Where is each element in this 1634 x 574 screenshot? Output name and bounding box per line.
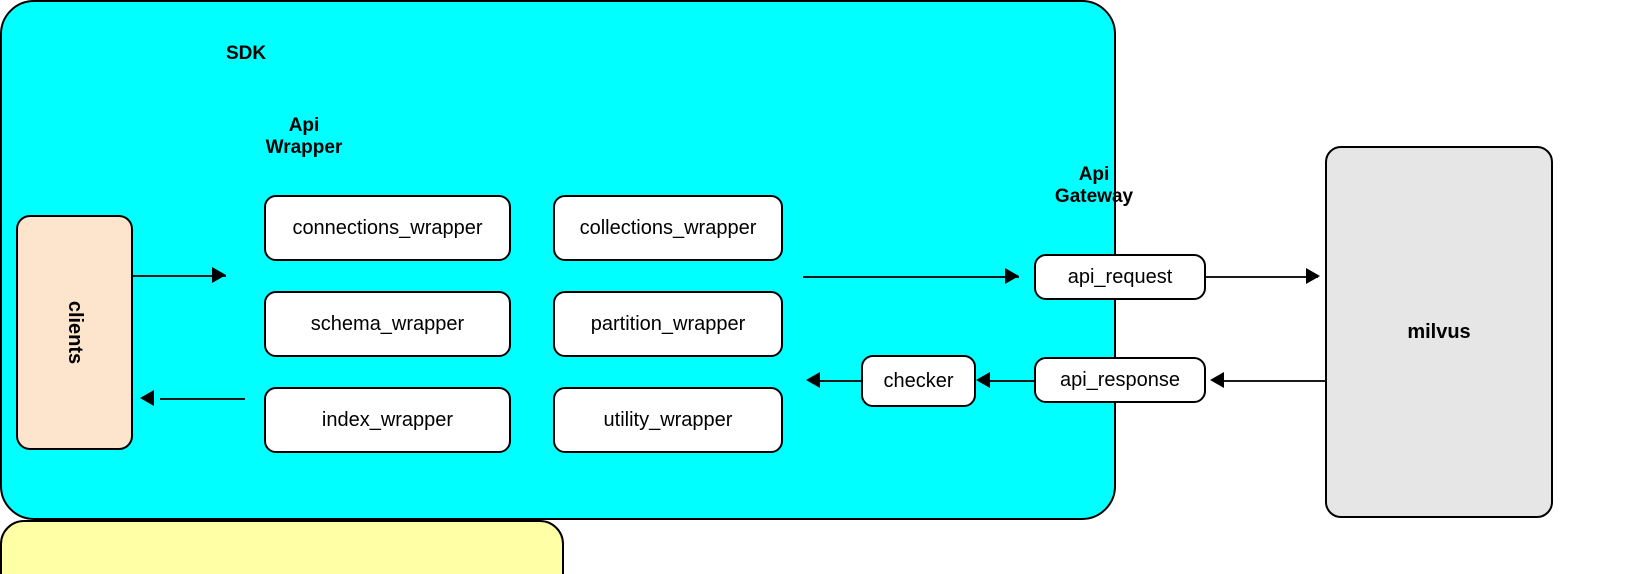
arrowhead-clients-to-wrapper-icon xyxy=(212,267,226,283)
connector-clients-to-wrapper xyxy=(133,275,226,277)
api-wrapper-title: Api Wrapper xyxy=(265,115,343,159)
node-connections-wrapper[interactable]: connections_wrapper xyxy=(264,195,511,261)
node-label: checker xyxy=(883,369,954,392)
node-label: index_wrapper xyxy=(321,408,454,431)
node-checker[interactable]: checker xyxy=(861,355,976,407)
connector-wrapper-to-clients xyxy=(160,398,245,400)
arrowhead-milvus-to-api-response-icon xyxy=(1210,372,1224,388)
sdk-title: SDK xyxy=(225,43,267,64)
node-index-wrapper[interactable]: index_wrapper xyxy=(264,387,511,453)
node-label: api_response xyxy=(1059,368,1181,391)
arrowhead-wrapper-to-clients-icon xyxy=(140,390,154,406)
node-label: collections_wrapper xyxy=(579,216,757,239)
arrowhead-api-response-to-checker-icon xyxy=(976,372,990,388)
api-wrapper-container[interactable] xyxy=(0,520,564,574)
arrowhead-api-request-to-milvus-icon xyxy=(1306,268,1320,284)
connector-wrapper-to-api-request xyxy=(803,276,1019,278)
node-api-response[interactable]: api_response xyxy=(1034,357,1206,403)
arrowhead-checker-to-wrapper-icon xyxy=(806,372,820,388)
node-label: utility_wrapper xyxy=(603,408,733,431)
milvus-node[interactable]: milvus xyxy=(1325,146,1553,518)
node-partition-wrapper[interactable]: partition_wrapper xyxy=(553,291,783,357)
connector-milvus-to-api-response xyxy=(1222,380,1326,382)
milvus-label: milvus xyxy=(1407,320,1471,343)
connector-checker-to-wrapper xyxy=(820,380,861,382)
node-utility-wrapper[interactable]: utility_wrapper xyxy=(553,387,783,453)
node-collections-wrapper[interactable]: collections_wrapper xyxy=(553,195,783,261)
clients-label: clients xyxy=(63,300,86,365)
node-label: partition_wrapper xyxy=(590,312,746,335)
connector-api-request-to-milvus xyxy=(1206,276,1318,278)
node-label: api_request xyxy=(1067,265,1173,288)
clients-node[interactable]: clients xyxy=(16,215,133,450)
node-schema-wrapper[interactable]: schema_wrapper xyxy=(264,291,511,357)
node-api-request[interactable]: api_request xyxy=(1034,254,1206,300)
node-label: schema_wrapper xyxy=(310,312,465,335)
connector-api-response-to-checker xyxy=(990,380,1034,382)
arrowhead-wrapper-to-api-request-icon xyxy=(1005,268,1019,284)
node-label: connections_wrapper xyxy=(292,216,483,239)
api-gateway-title: Api Gateway xyxy=(1054,164,1134,208)
